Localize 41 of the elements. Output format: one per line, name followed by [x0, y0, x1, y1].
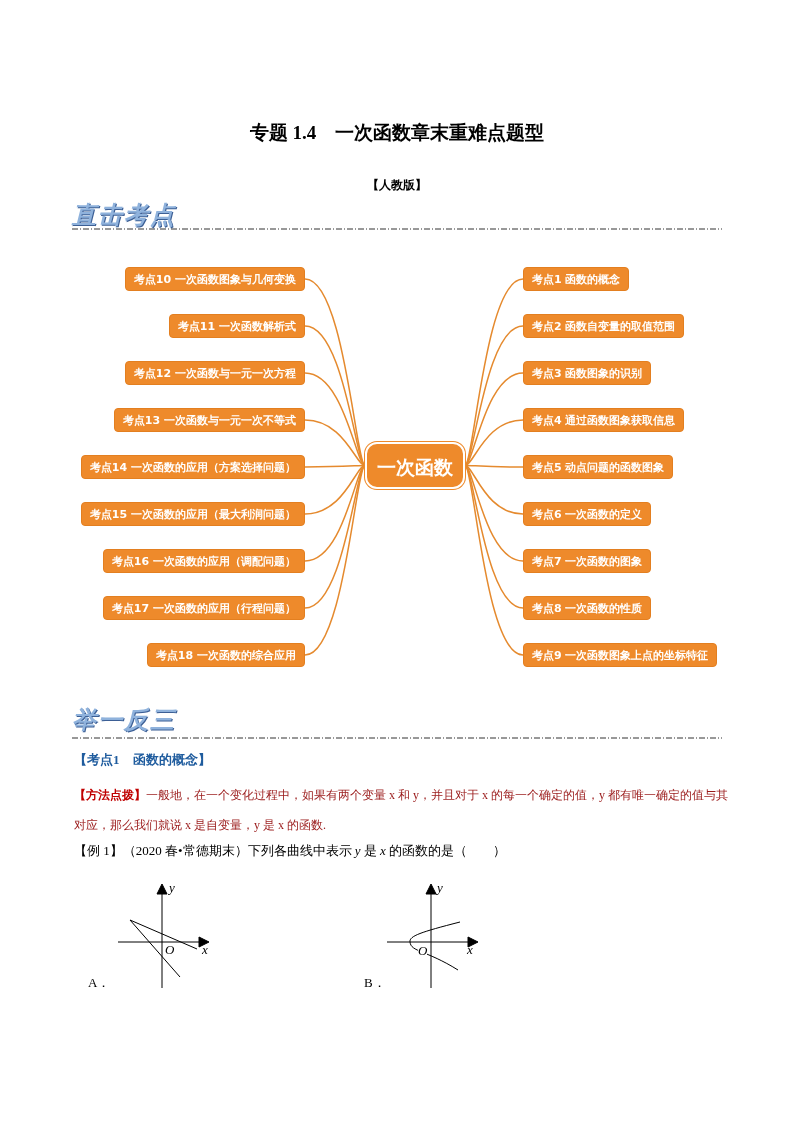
connector-curve — [464, 464, 524, 468]
axis-label: y — [437, 880, 443, 896]
option-label: A． — [88, 974, 111, 992]
topic-box: 考点4 通过函数图象获取信息 — [523, 408, 685, 432]
topic-heading: 【考点1 函数的概念】 — [74, 751, 211, 769]
section-heading: 直击考点 — [72, 199, 176, 231]
topic-box: 考点16 一次函数的应用（调配问题） — [102, 549, 305, 573]
axis-label: x — [467, 942, 473, 958]
topic-box: 考点5 动点问题的函数图象 — [523, 455, 674, 479]
topic-box: 考点3 函数图象的识别 — [523, 361, 652, 385]
topic-box: 考点1 函数的概念 — [523, 267, 630, 291]
option-label: B． — [364, 974, 386, 992]
topic-box: 考点11 一次函数解析式 — [168, 314, 305, 338]
section-heading: 举一反三 — [72, 704, 176, 736]
connector-curve — [304, 419, 366, 467]
connector-curve — [304, 464, 366, 468]
topic-box: 考点2 函数自变量的取值范围 — [523, 314, 685, 338]
topic-box: 考点14 一次函数的应用（方案选择问题） — [80, 455, 305, 479]
topic-box: 考点7 一次函数的图象 — [523, 549, 652, 573]
topic-box: 考点10 一次函数图象与几何变换 — [124, 267, 305, 291]
topic-box: 考点13 一次函数与一元一次不等式 — [113, 408, 305, 432]
axis-label: x — [202, 942, 208, 958]
topic-box: 考点6 一次函数的定义 — [523, 502, 652, 526]
connector-curve — [464, 419, 524, 467]
topic-box: 考点18 一次函数的综合应用 — [146, 643, 305, 667]
topic-box: 考点8 一次函数的性质 — [523, 596, 652, 620]
method-paragraph: 【方法点拨】一般地，在一个变化过程中，如果有两个变量 x 和 y，并且对于 x 的每一个确定的值，y 都有唯一确定的值与其对应，那么我们就说 x 是自变量，y 是 x 的函数. — [74, 787, 729, 834]
edition-label: 【人教版】 — [366, 177, 428, 194]
origin-label: O — [418, 944, 428, 957]
topic-box: 考点12 一次函数与一元一次方程 — [124, 361, 305, 385]
connector-curve — [464, 464, 524, 562]
topic-box: 考点9 一次函数图象上点的坐标特征 — [523, 643, 718, 667]
origin-label: O — [165, 942, 175, 958]
axis-label: y — [169, 880, 175, 896]
title: 专题 1.4 一次函数章末重难点题型 — [248, 121, 546, 145]
topic-box: 考点17 一次函数的应用（行程问题） — [102, 596, 305, 620]
connector-curve — [304, 464, 366, 562]
topic-box: 考点15 一次函数的应用（最大利润问题） — [80, 502, 305, 526]
mind-map-center-node: 一次函数 — [365, 442, 465, 489]
connector-curve — [464, 464, 524, 515]
connector-curve — [464, 372, 524, 467]
